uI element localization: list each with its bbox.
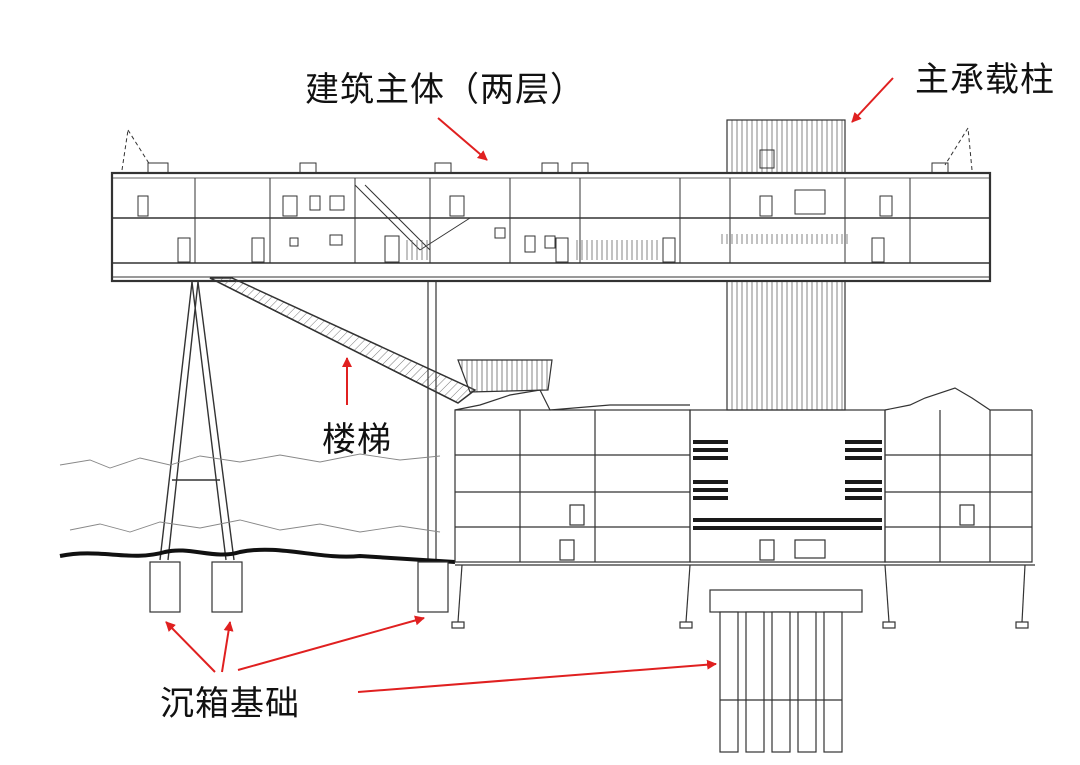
arrow-caisson-2: [221, 621, 234, 673]
arrow-main-building: [437, 117, 488, 161]
annotation-arrows: [165, 77, 894, 693]
stair-truss: [209, 277, 477, 404]
caisson-foundations: [149, 561, 863, 753]
arrow-caisson-4: [357, 659, 717, 693]
label-caisson-foundation: 沉箱基础: [160, 684, 300, 724]
ground-line: [59, 547, 1035, 566]
slender-column: [427, 282, 437, 612]
main-building: [110, 127, 992, 283]
a-frame-support: [159, 281, 235, 561]
arrow-caisson-3: [237, 615, 425, 671]
arrow-caisson-1: [165, 621, 216, 673]
lower-building: [454, 359, 1033, 563]
label-stair: 楼梯: [322, 420, 392, 460]
arrow-main-column: [851, 77, 894, 123]
label-main-building: 建筑主体（两层）: [305, 70, 585, 110]
label-main-column: 主承载柱: [915, 60, 1055, 100]
tree-line: [59, 453, 441, 533]
auditorium-seating: [693, 440, 882, 530]
pilotis: [451, 564, 1029, 629]
